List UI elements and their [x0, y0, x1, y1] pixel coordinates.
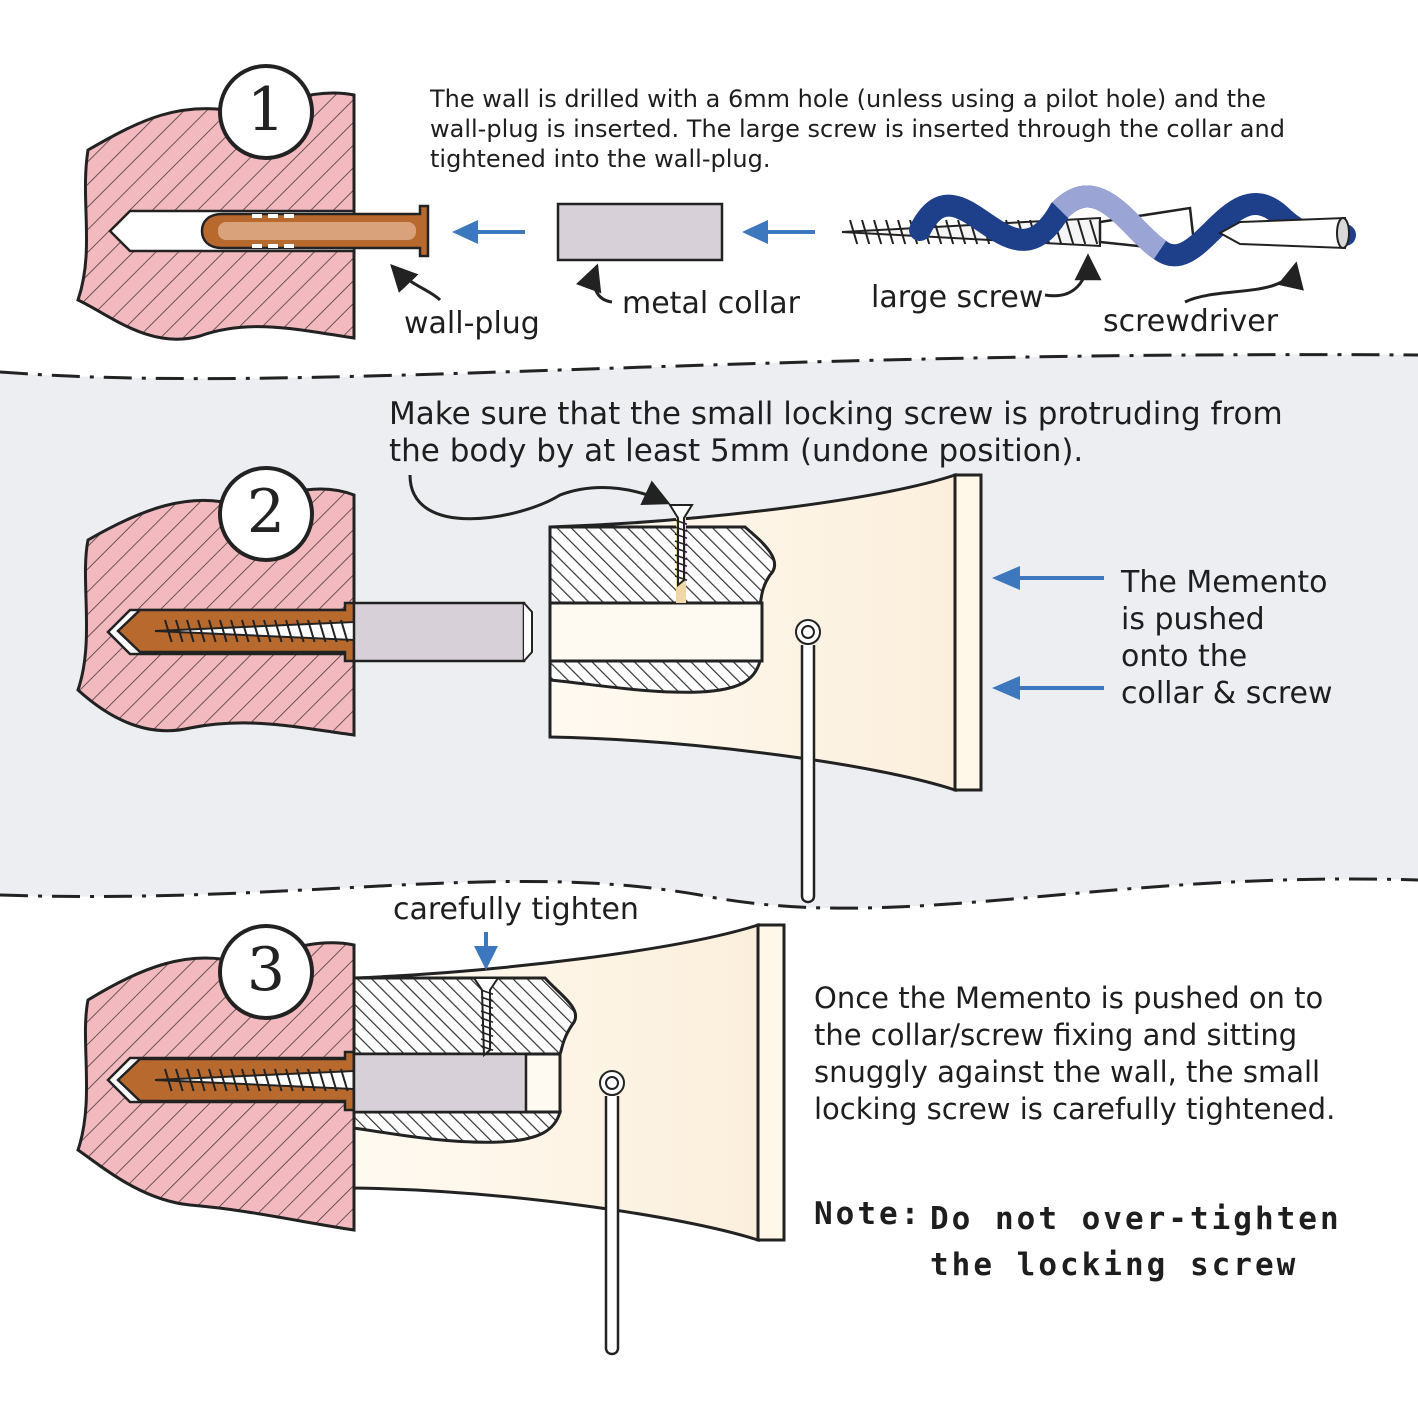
callout-carefully-tighten: carefully tighten — [393, 892, 639, 927]
step2-side-line-3: onto the — [1121, 639, 1248, 674]
step2-line-1: Make sure that the small locking screw i… — [389, 396, 1283, 432]
step1-line-2: wall-plug is inserted. The large screw i… — [430, 115, 1285, 143]
step3-line-4: locking screw is carefully tightened. — [814, 1092, 1336, 1126]
memento-body-2 — [548, 472, 983, 904]
push-arrows-2 — [992, 566, 1104, 700]
panel-top-edge — [0, 353, 1418, 381]
step1-line-1: The wall is drilled with a 6mm hole (unl… — [430, 85, 1267, 113]
step2-side-line-4: collar & screw — [1121, 676, 1333, 711]
step3-line-3: snuggly against the wall, the small — [814, 1055, 1321, 1089]
step3-line-1: Once the Memento is pushed on to — [814, 981, 1324, 1015]
step1-instruction: The wall is drilled with a 6mm hole (unl… — [430, 84, 1285, 174]
step3-line-2: the collar/screw fixing and sitting — [814, 1018, 1298, 1052]
metal-collar-1 — [556, 202, 724, 262]
step-circles — [218, 64, 314, 1020]
callout-pointer-2 — [408, 474, 671, 521]
fixing-screw-3 — [154, 1068, 355, 1092]
step-number-1: 1 — [246, 75, 286, 145]
note-text: Do not over-tighten the locking screw — [930, 1196, 1342, 1288]
metal-collar-2 — [352, 601, 526, 663]
label-large-screw: large screw — [871, 280, 1044, 315]
panel-bottom-edge — [0, 877, 1418, 910]
step2-side-line-1: The Memento — [1121, 565, 1328, 600]
step1-line-3: tightened into the wall-plug. — [430, 145, 771, 173]
memento-body-3 — [352, 922, 786, 1356]
step3-instruction: Once the Memento is pushed on to the col… — [814, 980, 1335, 1128]
step-number-3: 3 — [246, 935, 286, 1005]
note-line-2: the locking screw — [930, 1247, 1299, 1283]
label-pointers-1 — [390, 253, 1304, 304]
label-metal-collar: metal collar — [622, 286, 800, 321]
step2-side-text: The Memento is pushed onto the collar & … — [1121, 564, 1333, 712]
label-screwdriver: screwdriver — [1103, 304, 1279, 339]
tighten-arrow — [474, 932, 498, 970]
step2-line-2: the body by at least 5mm (undone positio… — [389, 433, 1084, 469]
screwdriver — [909, 185, 1356, 267]
step-number-2: 2 — [246, 477, 286, 547]
label-wall-plug: wall-plug — [404, 306, 540, 341]
note-line-1: Do not over-tighten — [930, 1201, 1342, 1237]
note-label: Note: — [814, 1196, 923, 1232]
wall-plug-slots — [252, 214, 294, 248]
step2-side-line-2: is pushed — [1121, 602, 1265, 637]
push-arrows-1 — [452, 220, 815, 244]
step2-instruction: Make sure that the small locking screw i… — [389, 396, 1283, 470]
wall-plug-inner — [218, 222, 416, 240]
